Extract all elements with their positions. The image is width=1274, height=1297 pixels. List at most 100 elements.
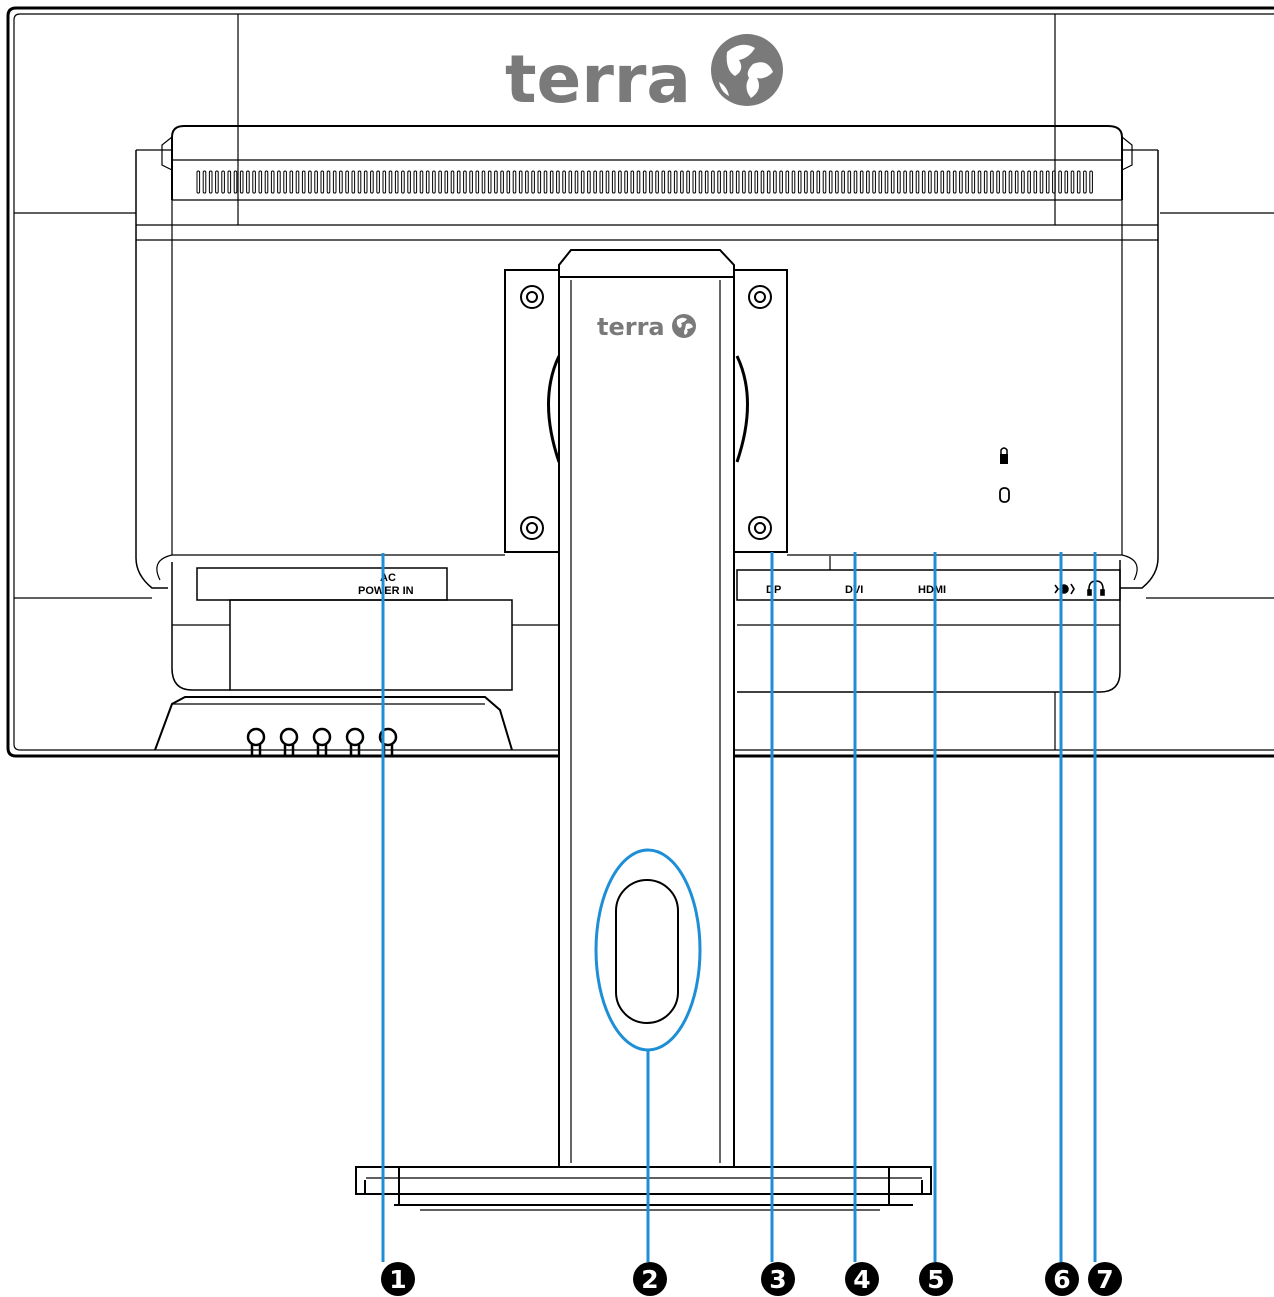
svg-text:terra: terra: [505, 41, 691, 118]
vent-slot: [1033, 170, 1038, 194]
vent-slot: [512, 170, 517, 194]
button-strip: [154, 696, 513, 751]
vent-slot: [853, 170, 858, 194]
vent-slot: [277, 170, 281, 194]
vent-slot: [915, 170, 920, 194]
globe-icon: [711, 34, 783, 106]
vent-slot: [698, 170, 703, 194]
monitor-body: [6, 6, 1274, 758]
vent-slot: [382, 170, 387, 194]
ventilation-grille: [196, 170, 1093, 194]
svg-text:terra: terra: [597, 313, 665, 341]
control-buttons: [246, 727, 398, 756]
globe-icon: [672, 314, 696, 338]
vent-slot: [401, 170, 405, 194]
vent-slot: [940, 170, 945, 194]
vent-slot: [394, 170, 399, 194]
vent-slot: [1070, 170, 1075, 194]
callout-number-3: 3: [761, 1262, 795, 1296]
vent-slot: [667, 170, 672, 194]
vent-slot: [841, 170, 845, 194]
vent-slot: [661, 170, 666, 194]
vent-slot: [952, 170, 957, 194]
vent-slot: [1002, 170, 1007, 194]
vent-slot: [599, 170, 604, 194]
vent-slot: [258, 170, 263, 194]
vent-slot: [1039, 170, 1044, 194]
vent-slot: [425, 170, 430, 194]
callout-number-6: 6: [1045, 1262, 1079, 1296]
vent-slot: [202, 170, 207, 194]
screw-icon: [748, 285, 772, 309]
vent-slot: [363, 170, 368, 194]
vent-slot: [655, 170, 659, 194]
audio-in-icon: [1054, 583, 1075, 595]
callout-number-label: 1: [389, 1265, 406, 1294]
vent-slot: [642, 170, 647, 194]
vent-slot: [754, 170, 759, 194]
vent-slot: [1058, 170, 1062, 194]
vesa-screws: [520, 285, 772, 540]
vent-slot: [1089, 170, 1093, 194]
vent-slot: [345, 170, 349, 194]
vent-slot: [332, 170, 337, 194]
vent-slot: [370, 170, 374, 194]
callout-number-1: 1: [381, 1262, 415, 1296]
security-lock-icon: [1000, 447, 1008, 464]
vent-slot: [264, 170, 269, 194]
vent-slot: [506, 170, 511, 194]
vent-slot: [804, 170, 808, 194]
control-button: [246, 727, 266, 756]
io-panel: [171, 556, 1121, 693]
vent-slot: [680, 170, 684, 194]
vent-slot: [872, 170, 876, 194]
screw-icon: [520, 285, 544, 309]
vent-slot: [878, 170, 883, 194]
vent-slot: [785, 170, 790, 194]
vent-slot: [1027, 170, 1031, 194]
callout-number-2: 2: [633, 1262, 667, 1296]
callout-number-label: 3: [769, 1265, 786, 1294]
vent-slot: [779, 170, 783, 194]
stand-logo: terra: [597, 313, 696, 341]
vent-slot: [469, 170, 473, 194]
vent-slot: [208, 170, 213, 194]
vent-slot: [686, 170, 690, 194]
vent-slot: [977, 170, 982, 194]
vent-slot: [407, 170, 411, 194]
vent-slot: [1052, 170, 1056, 194]
vent-slot: [866, 170, 870, 194]
vent-slot: [797, 170, 802, 194]
vent-slot: [295, 170, 300, 194]
vent-slot: [903, 170, 907, 194]
vent-slot: [729, 170, 734, 194]
vent-slot: [692, 170, 697, 194]
vent-slot: [593, 170, 597, 194]
vent-slot: [983, 170, 988, 194]
vent-slot: [611, 170, 616, 194]
vent-slot: [351, 170, 356, 194]
vent-slot: [487, 170, 492, 194]
vent-slot: [388, 170, 393, 194]
vent-slot: [928, 170, 932, 194]
vent-slot: [283, 170, 287, 194]
vent-slot: [1064, 170, 1069, 194]
vent-slot: [742, 170, 746, 194]
vent-slot: [605, 170, 610, 194]
vent-slot: [1076, 170, 1081, 194]
vent-slot: [711, 170, 715, 194]
vent-slot: [525, 170, 529, 194]
vent-slot: [252, 170, 256, 194]
callouts: [381, 552, 1097, 1262]
vent-slot: [326, 170, 331, 194]
vent-slot: [723, 170, 728, 194]
vent-slot: [766, 170, 771, 194]
vent-slot: [500, 170, 504, 194]
vent-slot: [221, 170, 225, 194]
vent-slot: [419, 170, 424, 194]
vent-slot: [413, 170, 418, 194]
stand: [558, 249, 735, 1168]
vent-slot: [884, 170, 889, 194]
vent-slot: [450, 170, 455, 194]
vent-slot: [810, 170, 814, 194]
